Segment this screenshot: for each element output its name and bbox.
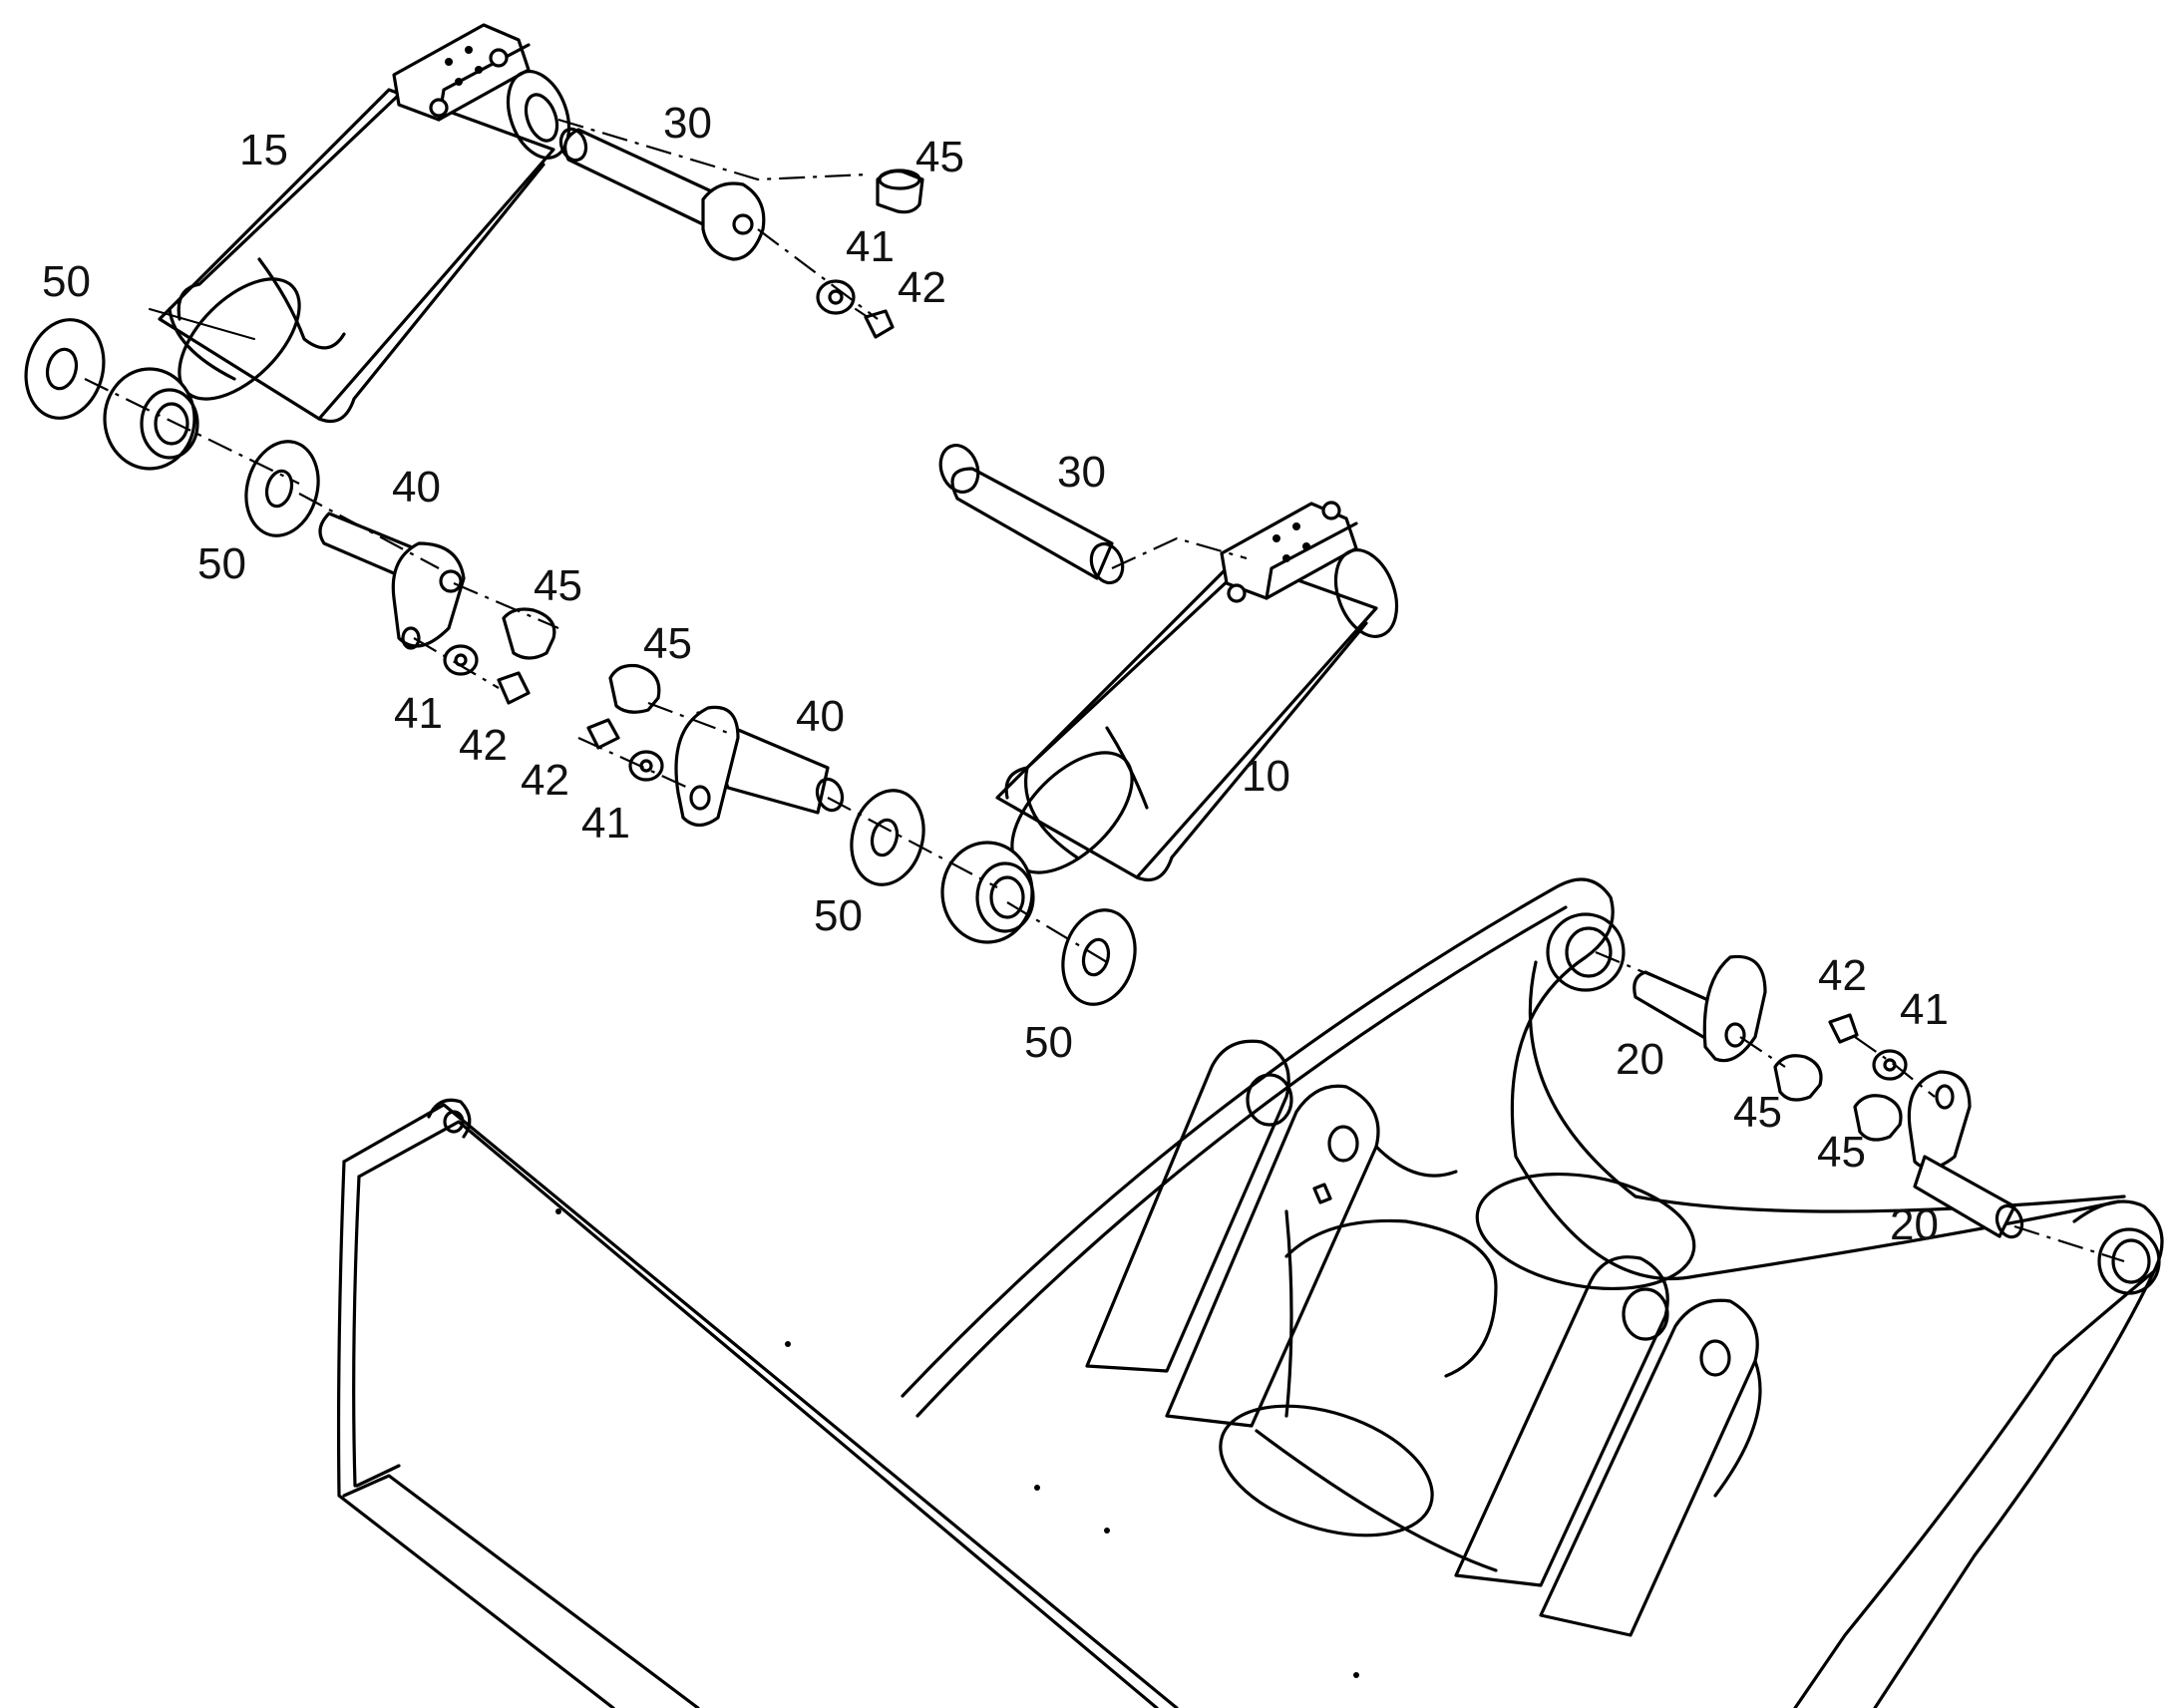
callout-20: 20 [1890, 1200, 1939, 1249]
hydraulic-cylinder-10 [940, 501, 1399, 944]
callout-50: 50 [814, 891, 863, 940]
callout-50: 50 [197, 539, 246, 588]
callout-41: 41 [846, 222, 895, 271]
callout-45: 45 [534, 561, 582, 610]
callout-15: 15 [239, 126, 288, 174]
callout-41: 41 [1900, 985, 1949, 1034]
pins-and-hardware [24, 118, 2125, 1263]
callout-42: 42 [898, 263, 946, 312]
callout-41: 41 [581, 799, 630, 848]
callout-40: 40 [392, 463, 441, 512]
callout-45: 45 [1817, 1128, 1866, 1177]
callout-30: 30 [663, 99, 712, 148]
callout-45: 45 [643, 619, 692, 668]
callout-45: 45 [915, 133, 964, 181]
hydraulic-cylinder-15 [103, 23, 571, 471]
callout-42: 42 [521, 756, 569, 805]
callout-20: 20 [1616, 1035, 1664, 1084]
callout-labels: 15 30 45 41 42 50 50 40 45 41 42 30 45 4… [42, 99, 1949, 1249]
dozer-blade-frame [336, 877, 2164, 1708]
callout-50: 50 [42, 257, 91, 306]
callout-42: 42 [459, 721, 508, 770]
callout-41: 41 [394, 689, 443, 738]
callout-30: 30 [1057, 448, 1106, 497]
callout-42: 42 [1818, 951, 1867, 1000]
callout-45: 45 [1733, 1088, 1782, 1137]
callout-40: 40 [796, 692, 845, 741]
callout-50: 50 [1024, 1018, 1073, 1067]
callout-10: 10 [1242, 752, 1290, 801]
